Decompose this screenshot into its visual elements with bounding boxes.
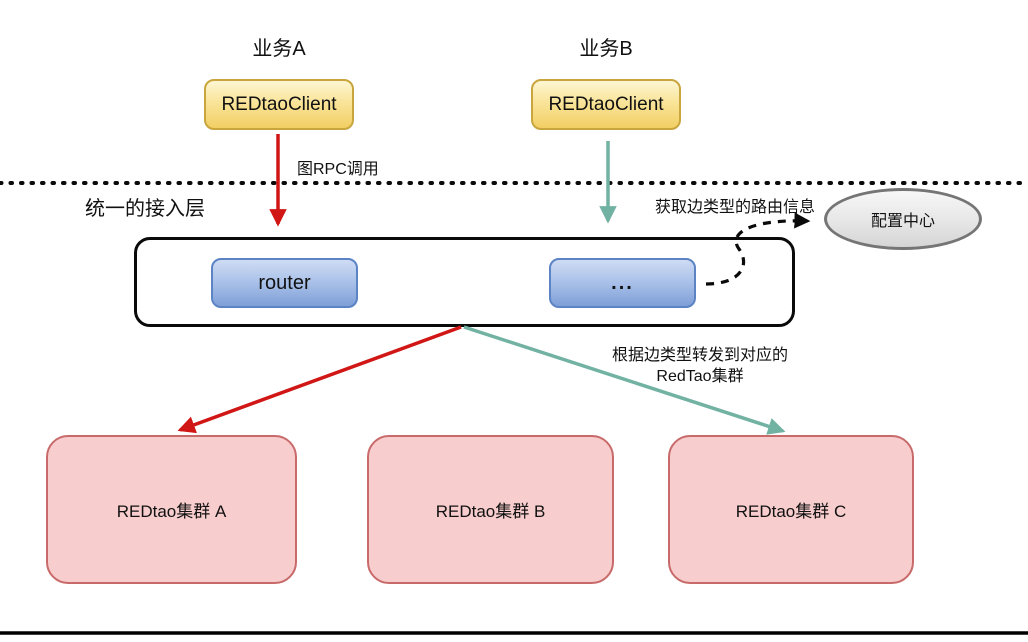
redtao-client-a-label: REDtaoClient (221, 93, 337, 115)
config-center-label: 配置中心 (870, 213, 935, 230)
redtao-cluster-b-label: REDtao集群 B (435, 502, 546, 521)
business-a-label: 业务A (252, 38, 306, 60)
router-node: router (211, 258, 358, 308)
rpc-call-annotation: 图RPC调用 (297, 161, 379, 178)
access-layer-title: 统一的接入层 (85, 198, 205, 220)
redtao-cluster-a-node: REDtao集群 A (46, 435, 297, 584)
redtao-cluster-c-node: REDtao集群 C (668, 435, 914, 584)
more-routers-node: ... (549, 258, 696, 308)
forward-annotation-line2: RedTao集群 (656, 368, 744, 385)
redtao-cluster-a-label: REDtao集群 A (116, 502, 227, 521)
router-label: router (258, 271, 311, 294)
route-info-annotation: 获取边类型的路由信息 (655, 199, 816, 216)
redtao-client-a-node: REDtaoClient (204, 79, 354, 130)
redtao-client-b-label: REDtaoClient (548, 93, 664, 115)
forward-annotation-line1: 根据边类型转发到对应的 (611, 347, 788, 364)
redtao-client-b-node: REDtaoClient (531, 79, 681, 130)
arrow-access-layer-to-cluster-a (177, 325, 462, 434)
redtao-cluster-b-node: REDtao集群 B (367, 435, 614, 584)
more-routers-label: ... (611, 271, 634, 294)
business-b-label: 业务B (579, 38, 633, 60)
config-center-node: 配置中心 (824, 188, 982, 250)
forward-annotation: 根据边类型转发到对应的 RedTao集群 (550, 345, 850, 387)
redtao-cluster-c-label: REDtao集群 C (735, 502, 847, 521)
